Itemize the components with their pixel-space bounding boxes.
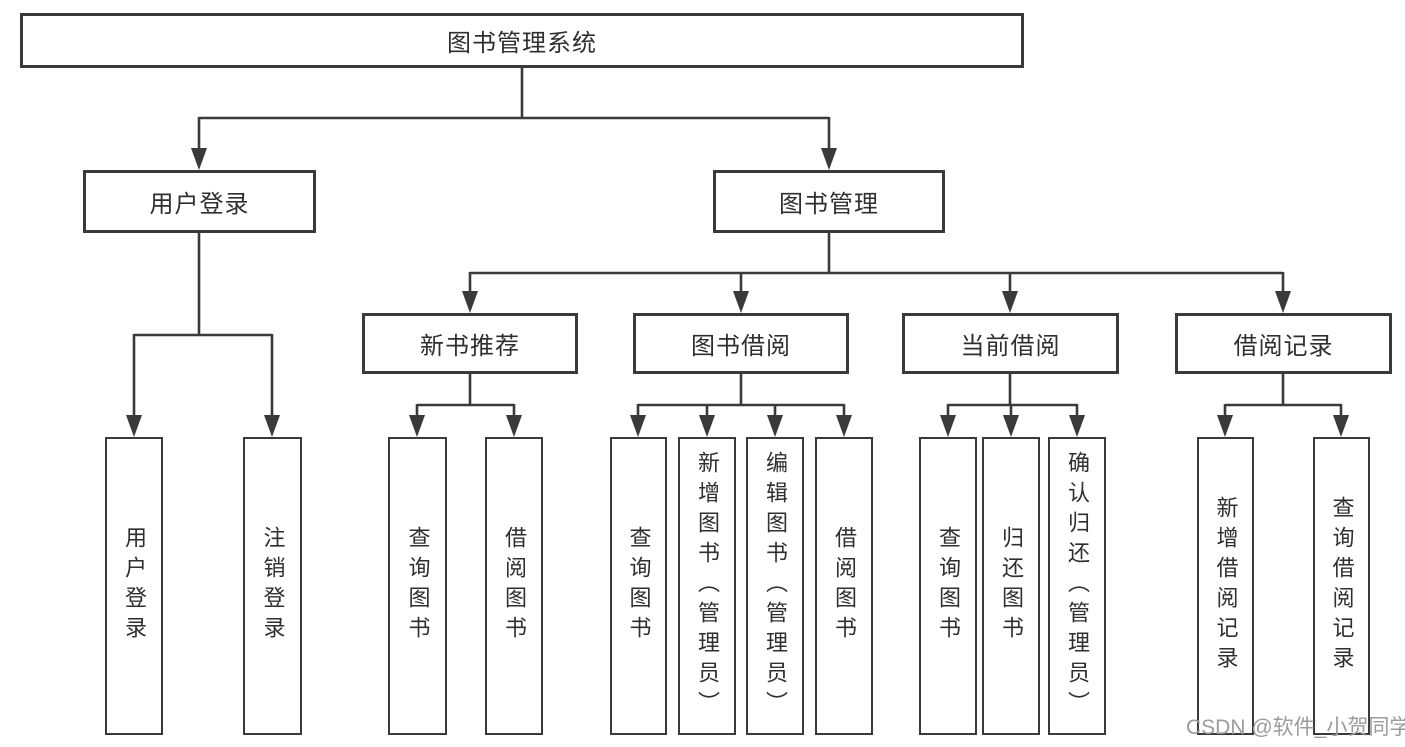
node-current-borrowing: 当前借阅 xyxy=(902,313,1119,374)
csdn-watermark: CSDN @软件_小贺同学 xyxy=(1186,716,1405,739)
leaf-query-books-current-label: 查询图书 xyxy=(936,526,961,646)
leaf-query-borrow-record: 查询借阅记录 xyxy=(1313,437,1370,735)
node-borrowing-records: 借阅记录 xyxy=(1175,313,1392,374)
node-book-borrowing-label: 图书借阅 xyxy=(691,333,791,360)
leaf-edit-books-admin: 编辑图书（管理员） xyxy=(746,437,804,735)
leaf-borrow-books-recommend-label: 借阅图书 xyxy=(502,526,527,646)
leaf-add-books-admin-label: 新增图书（管理员） xyxy=(695,451,720,721)
node-user-login: 用户登录 xyxy=(83,170,316,233)
node-user-login-label: 用户登录 xyxy=(149,191,250,218)
node-current-borrowing-label: 当前借阅 xyxy=(960,333,1061,360)
leaf-return-books: 归还图书 xyxy=(982,437,1040,735)
leaf-query-books-recommend: 查询图书 xyxy=(388,437,447,735)
leaf-user-login: 用户登录 xyxy=(105,437,163,735)
leaf-user-login-label: 用户登录 xyxy=(122,526,147,646)
node-book-borrowing: 图书借阅 xyxy=(633,313,849,374)
leaf-edit-books-admin-label: 编辑图书（管理员） xyxy=(763,451,788,721)
node-book-management-label: 图书管理 xyxy=(779,191,879,218)
node-library-system-label: 图书管理系统 xyxy=(447,30,597,57)
node-new-book-recommendation-label: 新书推荐 xyxy=(420,333,520,360)
leaf-borrow-books-recommend: 借阅图书 xyxy=(485,437,543,735)
leaf-logout: 注销登录 xyxy=(243,437,302,735)
leaf-borrow-books-label: 借阅图书 xyxy=(832,526,857,646)
leaf-query-books-borrowing: 查询图书 xyxy=(610,437,667,735)
node-book-management: 图书管理 xyxy=(713,170,945,233)
leaf-add-borrow-record: 新增借阅记录 xyxy=(1197,437,1254,735)
leaf-add-borrow-record-label: 新增借阅记录 xyxy=(1213,496,1239,676)
node-new-book-recommendation: 新书推荐 xyxy=(362,313,578,374)
leaf-return-books-label: 归还图书 xyxy=(999,526,1024,646)
leaf-confirm-return-admin: 确认归还（管理员） xyxy=(1048,437,1106,735)
leaf-confirm-return-admin-label: 确认归还（管理员） xyxy=(1065,451,1090,721)
leaf-query-borrow-record-label: 查询借阅记录 xyxy=(1329,496,1355,676)
leaf-logout-label: 注销登录 xyxy=(260,526,286,646)
leaf-query-books-current: 查询图书 xyxy=(919,437,977,735)
node-borrowing-records-label: 借阅记录 xyxy=(1233,333,1334,360)
leaf-query-books-borrowing-label: 查询图书 xyxy=(626,526,652,646)
leaf-query-books-recommend-label: 查询图书 xyxy=(405,526,431,646)
node-library-system: 图书管理系统 xyxy=(20,13,1024,68)
leaf-borrow-books: 借阅图书 xyxy=(815,437,873,735)
leaf-add-books-admin: 新增图书（管理员） xyxy=(678,437,736,735)
